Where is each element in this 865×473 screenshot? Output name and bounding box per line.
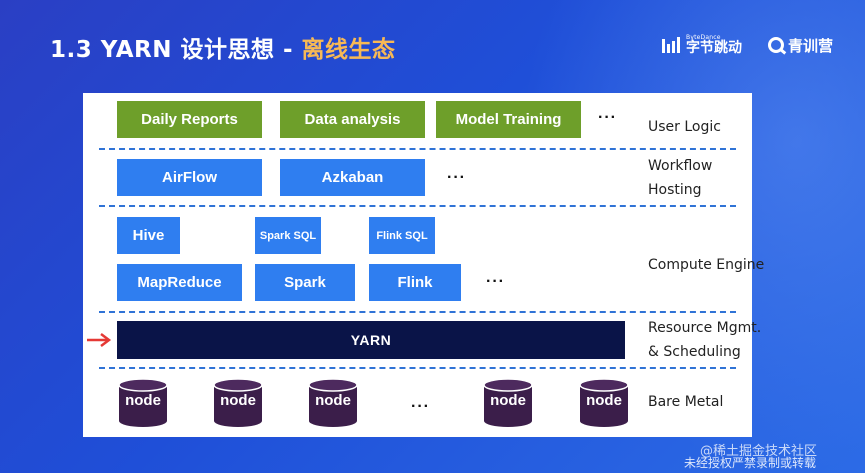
title-prefix: 1.3 YARN 设计思想 - xyxy=(50,37,302,63)
box-daily-reports: Daily Reports xyxy=(117,101,262,138)
red-arrow-icon xyxy=(87,333,112,347)
label-hosting: Hosting xyxy=(648,182,702,198)
node-2: node xyxy=(213,378,263,428)
slide-title: 1.3 YARN 设计思想 - 离线生态 xyxy=(50,30,396,64)
node-3: node xyxy=(308,378,358,428)
label-scheduling: & Scheduling xyxy=(648,344,741,360)
bare-metal-ellipsis: ··· xyxy=(411,398,430,415)
user-logic-ellipsis: ··· xyxy=(598,109,617,126)
bytedance-logo: ByteDance 字节跳动 xyxy=(662,34,742,56)
separator-4 xyxy=(99,367,736,369)
node-4: node xyxy=(483,378,533,428)
database-cylinder-icon xyxy=(308,378,358,427)
watermark-copyright: 未经授权严禁录制或转载 xyxy=(684,456,817,470)
box-hive: Hive xyxy=(117,217,180,254)
separator-2 xyxy=(99,205,736,207)
box-data-analysis: Data analysis xyxy=(280,101,425,138)
label-user-logic: User Logic xyxy=(648,119,721,135)
box-spark-sql: Spark SQL xyxy=(255,217,321,254)
box-flink: Flink xyxy=(369,264,461,301)
database-cylinder-icon xyxy=(579,378,629,427)
node-label: node xyxy=(586,392,622,409)
qingxun-logo: 青训营 xyxy=(768,34,833,56)
label-resource-mgmt: Resource Mgmt. xyxy=(648,320,762,336)
box-flink-sql: Flink SQL xyxy=(369,217,435,254)
watermark-community: @稀土掘金技术社区 xyxy=(700,444,818,459)
box-airflow: AirFlow xyxy=(117,159,262,196)
node-label: node xyxy=(220,392,256,409)
box-spark: Spark xyxy=(255,264,355,301)
bytedance-text: 字节跳动 xyxy=(686,40,742,56)
qingxun-text: 青训营 xyxy=(788,36,834,55)
label-compute-engine: Compute Engine xyxy=(648,257,765,273)
box-azkaban: Azkaban xyxy=(280,159,425,196)
node-1: node xyxy=(118,378,168,428)
node-label: node xyxy=(125,392,161,409)
box-mapreduce: MapReduce xyxy=(117,264,242,301)
label-workflow: Workflow xyxy=(648,158,713,174)
node-label: node xyxy=(490,392,526,409)
node-5: node xyxy=(579,378,629,428)
box-yarn: YARN xyxy=(117,321,625,359)
workflow-ellipsis: ··· xyxy=(447,169,466,186)
title-accent: 离线生态 xyxy=(301,37,396,63)
separator-1 xyxy=(99,148,736,150)
node-label: node xyxy=(315,392,351,409)
database-cylinder-icon xyxy=(483,378,533,427)
database-cylinder-icon xyxy=(213,378,263,427)
bytedance-bars-icon xyxy=(662,37,680,53)
database-cylinder-icon xyxy=(118,378,168,427)
bytedance-small-text: ByteDance xyxy=(686,34,721,41)
label-bare-metal: Bare Metal xyxy=(648,394,724,410)
qingxun-ring-icon xyxy=(768,37,784,53)
architecture-diagram: Daily Reports Data analysis Model Traini… xyxy=(83,93,764,437)
separator-3 xyxy=(99,311,736,313)
compute-ellipsis: ··· xyxy=(486,273,505,290)
box-model-training: Model Training xyxy=(436,101,581,138)
